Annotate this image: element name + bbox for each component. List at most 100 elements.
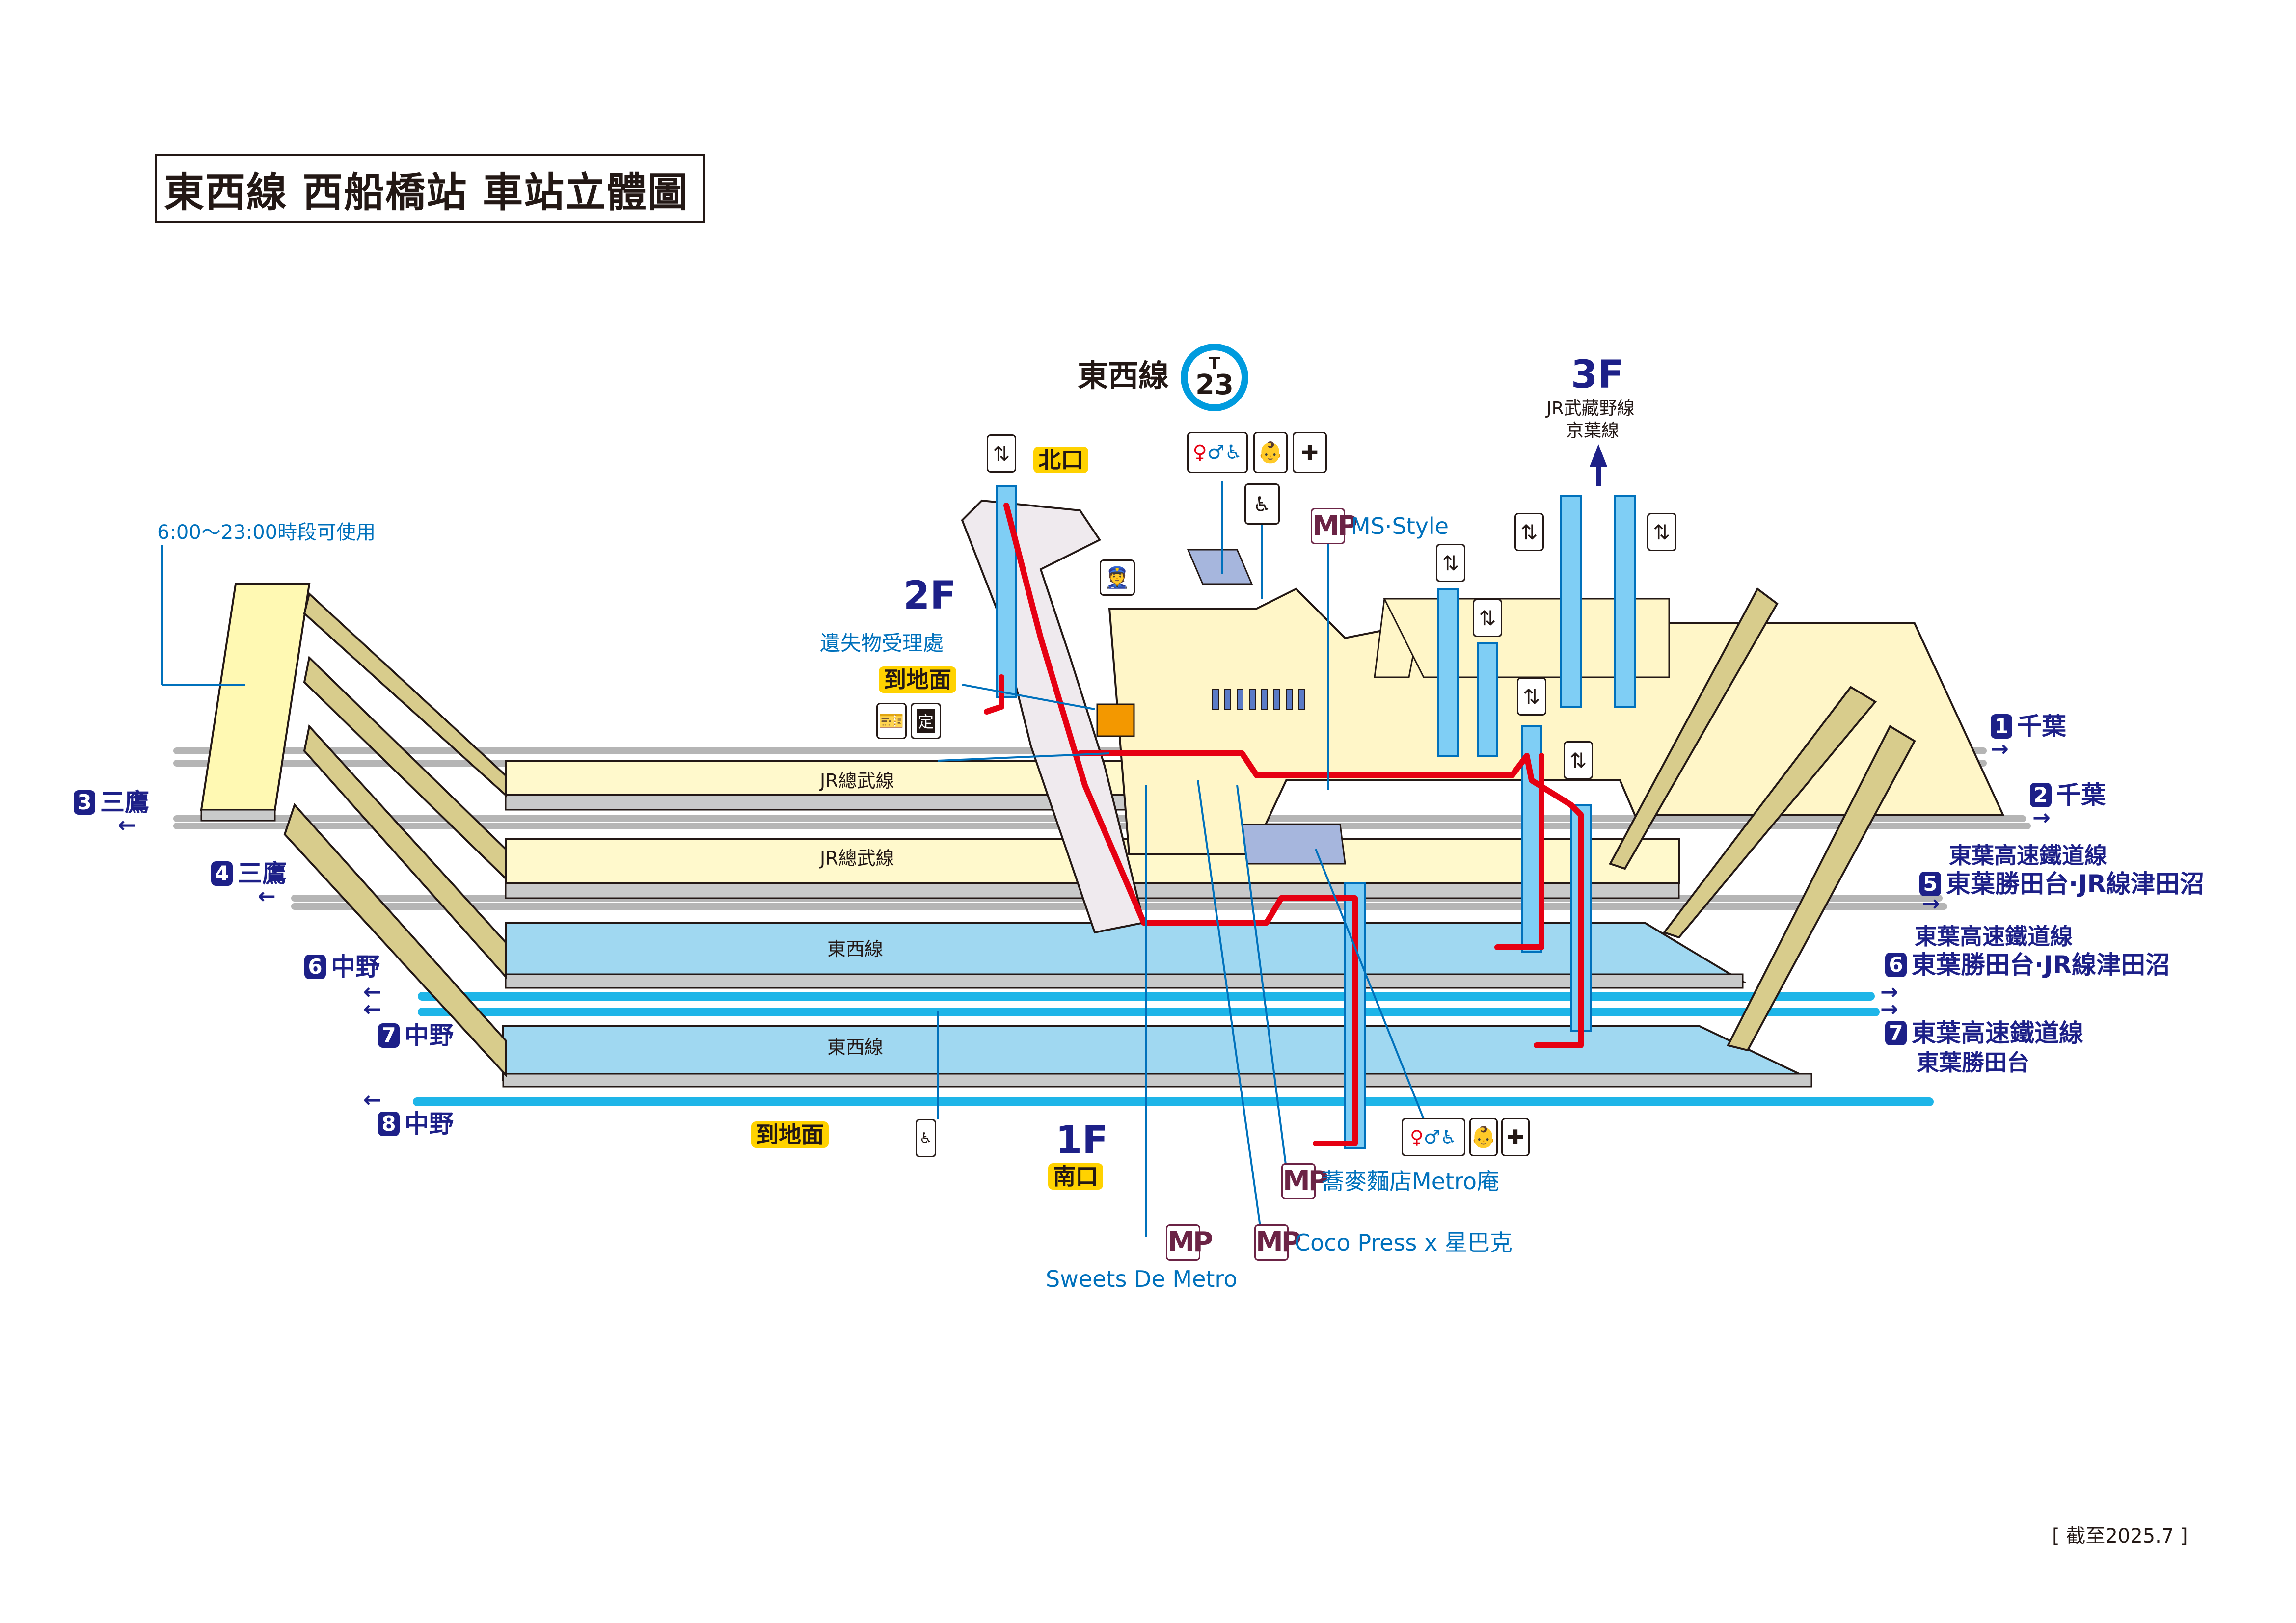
direction-platform-6-right: 東葉高速鐵道線 6 東葉勝田台·JR線津田沼: [1885, 925, 2170, 977]
platform-number: 7: [378, 1023, 400, 1048]
baby-changing-icon[interactable]: 👶: [1253, 432, 1288, 473]
elevator-icon[interactable]: ⇅: [1517, 677, 1546, 716]
floor-3f-line-1: JR武藏野線: [1546, 399, 1635, 419]
right-stairs: [1609, 587, 1916, 1052]
south-exit-tag[interactable]: 南口: [1048, 1163, 1103, 1190]
ticket-gates: [1212, 689, 1305, 710]
mp-badge-icon: MP: [1254, 1224, 1301, 1261]
hours-note: 6:00～23:00時段可使用: [157, 521, 376, 544]
shop-name: MS·Style: [1351, 513, 1449, 539]
shop-name: Coco Press x 星巴克: [1295, 1229, 1513, 1256]
elevator-shafts: [996, 485, 1636, 1149]
elevator-icon[interactable]: ⇅: [1514, 513, 1544, 551]
station-staff-icon[interactable]: 👮: [1100, 559, 1135, 596]
restroom-icon[interactable]: ♀♂♿: [1187, 432, 1248, 473]
mp-badge-icon: MP: [1311, 508, 1358, 544]
mp-badge-icon: MP: [1281, 1163, 1328, 1199]
direction-platform-7-right: 7 東葉高速鐵道線 東葉勝田台: [1885, 1021, 2083, 1074]
baby-changing-icon[interactable]: 👶: [1469, 1118, 1498, 1156]
arrow-right-icon: →: [2032, 805, 2051, 830]
wheelchair-slope-icon[interactable]: ♿: [1244, 483, 1280, 525]
platform-tozai-1: [505, 922, 1747, 989]
floor-3f-line-2: 京葉線: [1566, 421, 1620, 441]
restroom-icon[interactable]: ♀♂♿: [1402, 1118, 1465, 1156]
floor-3f-label: 3F: [1571, 353, 1624, 397]
platform-number: 2: [2030, 783, 2052, 807]
station-line-code: T: [1209, 354, 1220, 373]
destination: 東葉勝田台·JR線津田沼: [1912, 951, 2170, 979]
platform-tozai-2: [502, 1025, 1812, 1088]
first-aid-icon[interactable]: ✚: [1501, 1118, 1530, 1156]
platform-number: 1: [1991, 714, 2012, 739]
commuter-pass-icon[interactable]: 定: [911, 703, 941, 739]
as-of-date: [ 截至2025.7 ]: [2052, 1525, 2188, 1547]
accessible-route: [984, 503, 1584, 1146]
line-name: 東葉高速鐵道線: [1915, 923, 2073, 950]
station-number: 23: [1195, 369, 1234, 401]
platform-number: 8: [378, 1112, 400, 1136]
destination: 千葉: [2056, 781, 2106, 809]
floor-2f-label: 2F: [903, 574, 956, 618]
first-aid-icon[interactable]: ✚: [1293, 432, 1327, 473]
elevator-icon[interactable]: ⇅: [1647, 513, 1676, 551]
arrow-right-icon: →: [1880, 997, 1898, 1022]
arrow-left-icon: ←: [118, 813, 136, 838]
platform-number: 3: [74, 790, 95, 815]
arrow-right-icon: →: [1880, 980, 1898, 1005]
left-stair-landing: [200, 583, 311, 822]
direction-platform-4: 4 三鷹: [211, 861, 287, 886]
direction-platform-1: 1 千葉: [1991, 714, 2066, 739]
north-exit-tag[interactable]: 北口: [1033, 447, 1088, 473]
elevator-icon[interactable]: ⇅: [1436, 544, 1465, 582]
to-ground-tag-2f[interactable]: 到地面: [879, 666, 956, 693]
ticket-machine-icon[interactable]: 🎫: [876, 703, 907, 739]
to-ground-tag-1f[interactable]: 到地面: [751, 1121, 829, 1148]
arrow-left-icon: ←: [363, 980, 381, 1005]
shop-sweets-de-metro[interactable]: MP Sweets De Metro: [1046, 1224, 1237, 1290]
direction-platform-8: 8 中野: [378, 1112, 454, 1136]
up-arrow-icon: [1590, 444, 1607, 467]
destination: 中野: [405, 1021, 454, 1050]
shop-blocks: [1187, 549, 1346, 865]
platform-number: 5: [1919, 872, 1941, 896]
platform-label-jr-sobu-2: JR總武線: [820, 848, 894, 869]
platform-label-tozai-2: 東西線: [827, 1037, 884, 1058]
platform-number: 7: [1885, 1021, 1907, 1045]
elevator-icon[interactable]: ⇅: [1564, 741, 1593, 779]
arrow-right-icon: →: [1991, 737, 2009, 762]
shop-name: 蕎麥麵店Metro庵: [1322, 1168, 1500, 1195]
direction-platform-3: 3 三鷹: [74, 790, 149, 815]
destination: 三鷹: [100, 788, 149, 817]
shop-coco-press[interactable]: MP Coco Press x 星巴克: [1254, 1224, 1513, 1261]
destination: 中野: [331, 953, 380, 981]
direction-platform-6-left: 6 中野: [304, 955, 380, 979]
lost-and-found-label: 遺失物受理處: [820, 631, 944, 655]
destination: 千葉: [2017, 712, 2066, 741]
page-title: 東西線 西船橋站 車站立體圖: [155, 154, 705, 223]
destination: 三鷹: [238, 859, 287, 888]
platform-number: 6: [1885, 953, 1907, 977]
mp-badge-icon: MP: [1166, 1224, 1213, 1261]
direction-platform-7-left: 7 中野: [378, 1023, 454, 1048]
floor-1f-label: 1F: [1055, 1118, 1108, 1163]
up-arrow-shaft: [1596, 464, 1601, 486]
elevator-icon[interactable]: ⇅: [1473, 599, 1502, 637]
destination: 中野: [405, 1110, 454, 1138]
elevator-icon[interactable]: ⇅: [987, 434, 1016, 473]
platform-label-tozai-1: 東西線: [827, 938, 884, 960]
line-name: 東葉高速鐵道線: [1912, 1019, 2083, 1047]
station-number-badge: T 23: [1181, 344, 1248, 411]
wheelchair-escalator-icon[interactable]: ♿: [916, 1119, 936, 1157]
ticket-office: [1096, 703, 1135, 737]
arrow-left-icon: ←: [258, 884, 276, 909]
shop-ms-style[interactable]: MP MS·Style: [1311, 508, 1449, 544]
arrow-left-icon: ←: [363, 1088, 381, 1113]
direction-platform-5: 東葉高速鐵道線 5 東葉勝田台·JR線津田沼: [1919, 844, 2204, 896]
shop-metro-an[interactable]: MP 蕎麥麵店Metro庵: [1281, 1163, 1499, 1199]
arrow-right-icon: →: [1922, 891, 1940, 916]
destination: 東葉勝田台: [1917, 1049, 2029, 1076]
platform-number: 6: [304, 955, 326, 979]
platform-label-jr-sobu-1: JR總武線: [820, 770, 894, 792]
platform-number: 4: [211, 861, 233, 886]
line-name: 東西線: [1078, 358, 1169, 394]
